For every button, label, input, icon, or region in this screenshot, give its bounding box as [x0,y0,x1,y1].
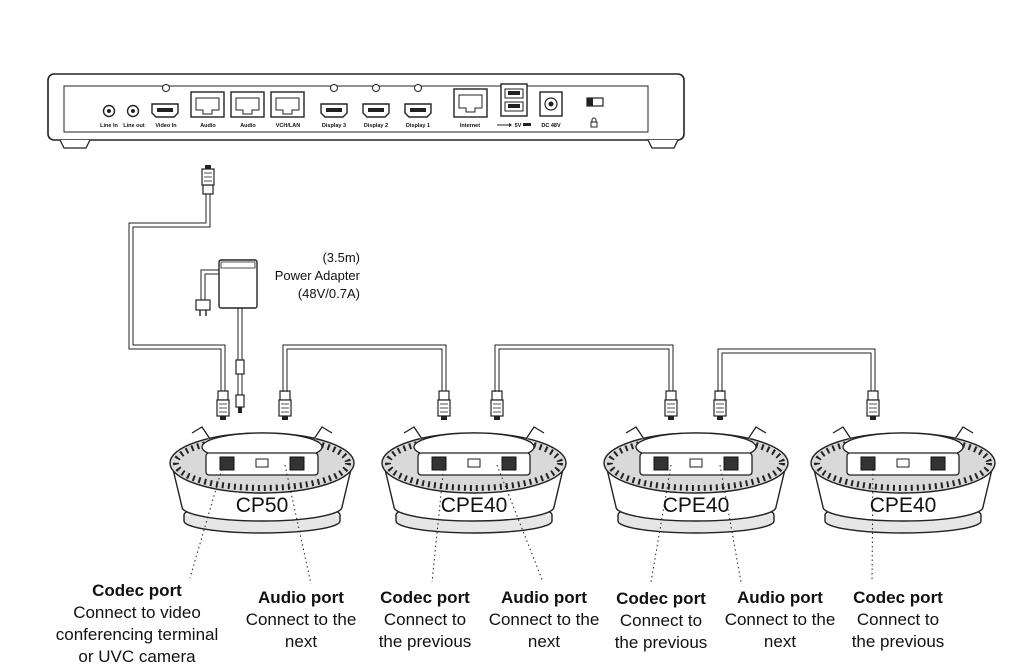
caption-line: next [527,632,561,651]
cpe40-device-1: CPE40 [382,427,566,533]
caption-cpe40-2-codec-port: Codec port Connect to the previous [606,588,716,654]
caption-line: Connect to the [245,610,357,629]
caption-title: Audio port [258,588,344,607]
cpe40-device-3: CPE40 [811,427,995,533]
power-switch [586,97,604,107]
caption-cpe40-3-codec-port: Codec port Connect to the previous [842,587,954,653]
vch-lan-port [270,91,305,118]
adapter-length: (3.5m) [322,250,360,265]
caption-line: Connect to video [73,603,201,622]
caption-title: Audio port [737,588,823,607]
hub-port-label: Display 3 [322,123,346,129]
display-1-port [404,84,432,118]
hub-to-cp50-cable [128,164,230,421]
cpe40-device-2: CPE40 [604,427,788,533]
hub-port-label: Video In [155,123,177,129]
dc-48v-port [539,91,563,117]
chain-cable-1 [278,344,451,421]
audio-port-1 [190,91,225,118]
caption-line: conferencing terminal [55,625,219,644]
device-label-cpe40: CPE40 [441,494,508,517]
adapter-name: Power Adapter [275,268,361,283]
usb-ports [500,83,528,117]
caption-line: Connect to the [724,610,836,629]
device-label-cp50: CP50 [236,494,289,517]
device-label-cpe40: CPE40 [870,494,937,517]
caption-title: Codec port [853,588,943,607]
caption-line: the previous [378,632,472,651]
device-label-cpe40: CPE40 [663,494,730,517]
caption-title: Codec port [616,589,706,608]
caption-line: Connect to [383,610,467,629]
power-adapter [195,259,258,413]
caption-title: Audio port [501,588,587,607]
caption-cp50-audio-port: Audio port Connect to the next [236,587,366,653]
adapter-rating: (48V/0.7A) [298,286,360,301]
lock-icon [590,117,598,128]
chain-cable-3 [713,348,880,421]
caption-line: Connect to [619,611,703,630]
hub-port-label: Audio [200,123,216,129]
hub-port-label: Line In [100,123,118,129]
caption-cpe40-1-audio-port: Audio port Connect to the next [480,587,608,653]
hub-port-label: Display 1 [406,123,430,129]
caption-line: the previous [851,632,945,651]
caption-line: Connect to [856,610,940,629]
caption-cp50-codec-port: Codec port Connect to video conferencing… [42,580,232,668]
hub-port-label: Internet [460,123,480,129]
caption-line: the previous [614,633,708,652]
caption-line: or UVC camera [78,647,196,666]
hub-port-label: Display 2 [364,123,388,129]
hub-port-label: Line out [123,123,145,129]
hub-port-label: 5V [515,123,522,129]
line-out-jack [126,104,140,118]
hub-port-label: Audio [240,123,256,129]
cp50-device: CP50 [170,427,354,533]
caption-line: Connect to the [488,610,600,629]
audio-port-2 [230,91,265,118]
hub-device: Line In Line out Video In Audio Audio VC… [47,73,685,149]
caption-cpe40-1-codec-port: Codec port Connect to the previous [370,587,480,653]
display-2-port [362,84,390,118]
hub-port-label: DC 48V [541,123,561,129]
caption-title: Codec port [92,581,182,600]
hub-port-label: VCH/LAN [276,123,300,129]
internet-port [453,88,488,118]
caption-line: next [763,632,797,651]
line-in-jack [102,104,116,118]
video-in-port [151,103,179,118]
chain-cable-2 [490,344,678,421]
caption-cpe40-2-audio-port: Audio port Connect to the next [716,587,844,653]
display-3-port [320,84,348,118]
leader-lines [189,464,874,585]
caption-title: Codec port [380,588,470,607]
usb-icon [497,123,512,127]
caption-line: next [284,632,318,651]
